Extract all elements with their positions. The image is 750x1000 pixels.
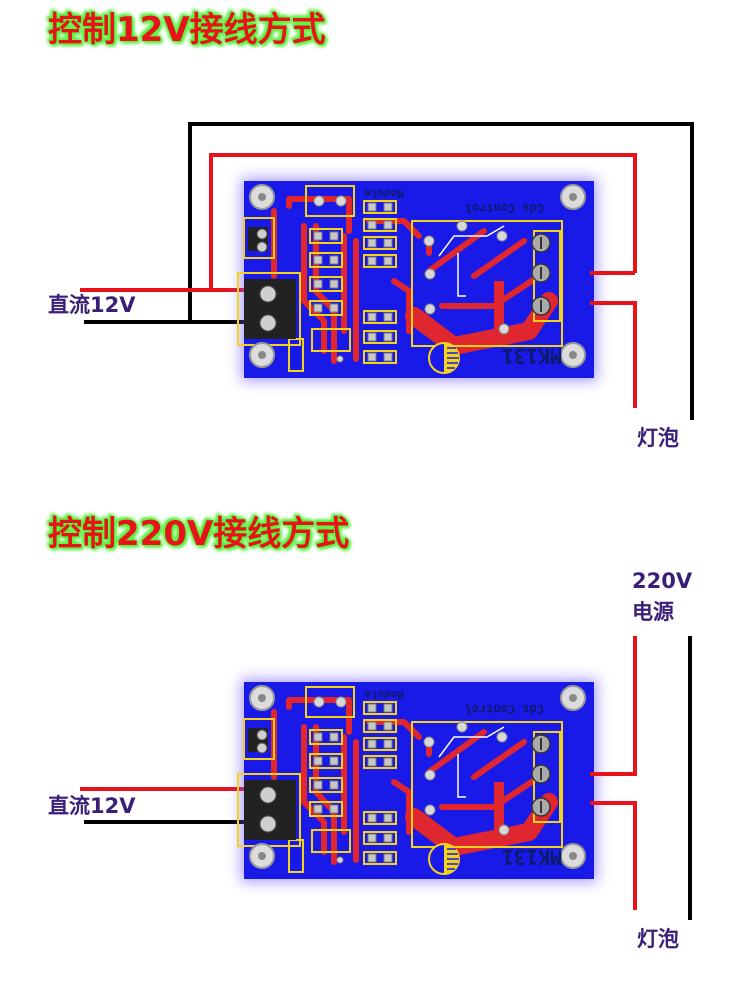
black-wire-bulb-12v xyxy=(188,122,694,420)
relay-no-wire-220v xyxy=(590,801,637,910)
power-source-label: 电源 xyxy=(632,600,674,624)
board-wiring-220v: Module Cds Control MK131 xyxy=(80,636,692,920)
silk-model: MK131 xyxy=(502,344,562,368)
silk-cds-control-2: Cds Control xyxy=(465,702,544,716)
bulb-label: 灯泡 xyxy=(637,426,679,450)
silk-model-2: MK131 xyxy=(502,845,562,869)
silk-module-2: Module xyxy=(364,688,404,701)
red-wire-supply-12v xyxy=(209,153,637,290)
section-12v-title: 控制12V接线方式 xyxy=(48,10,326,50)
silk-module: Module xyxy=(364,187,404,200)
relay-module-board: Module Cds Control MK131 xyxy=(238,178,597,381)
relay-com-wire-220v xyxy=(590,636,637,776)
power-voltage-label: 220V xyxy=(632,569,693,593)
dc-12v-label: 直流12V xyxy=(48,293,136,317)
relay-no-wire-12v xyxy=(590,301,637,408)
section-220v-title: 控制220V接线方式 xyxy=(48,514,350,554)
bulb-label-2: 灯泡 xyxy=(637,927,679,951)
board-wiring-12v: Module Cds Control MK131 xyxy=(80,122,694,420)
silk-cds-control: Cds Control xyxy=(465,201,544,215)
dc-12v-label-2: 直流12V xyxy=(48,794,136,818)
relay-module-board-2: Module Cds Control MK131 xyxy=(238,679,597,882)
